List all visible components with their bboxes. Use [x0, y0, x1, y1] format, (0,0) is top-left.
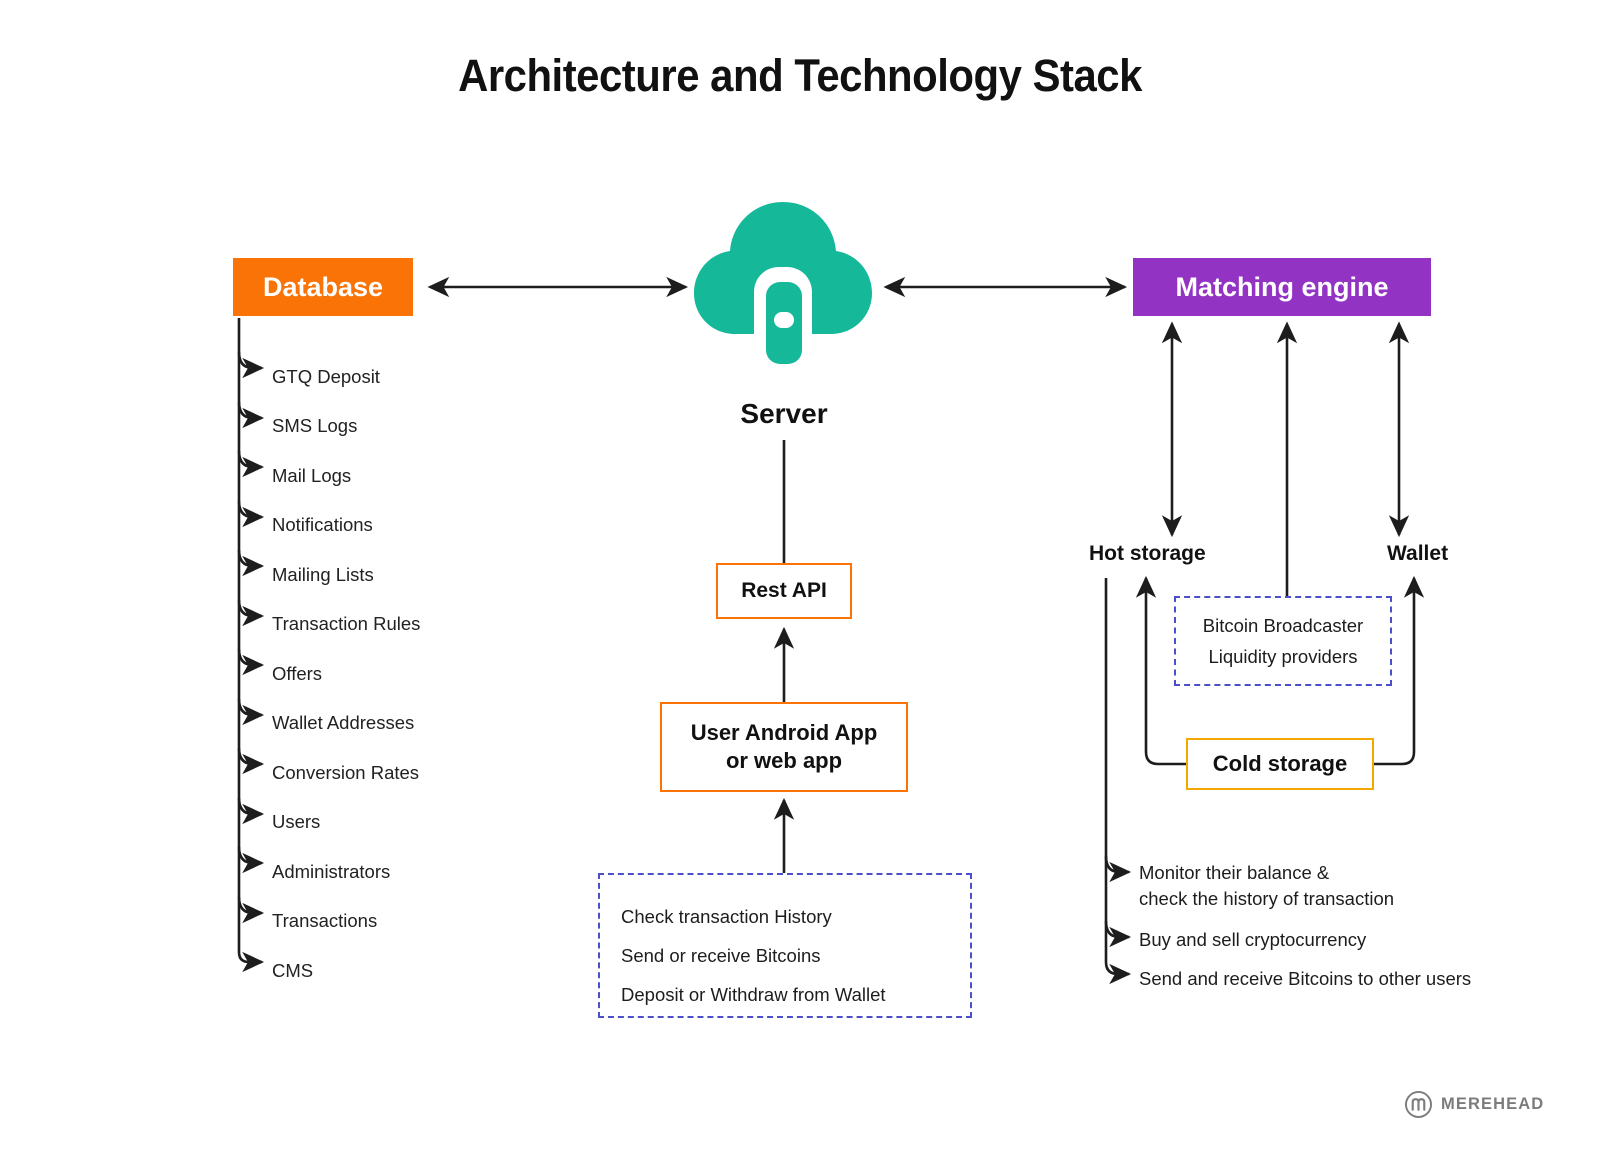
- db-item-label: Mailing Lists: [272, 563, 374, 585]
- db-item-label: Users: [272, 811, 321, 833]
- list-item[interactable]: Conversion Rates: [272, 748, 532, 798]
- matching-engine-title: Matching engine: [1175, 271, 1389, 302]
- list-item[interactable]: SMS Logs: [272, 402, 532, 452]
- user-app-box[interactable]: User Android App or web app: [660, 702, 908, 792]
- list-item[interactable]: Users: [272, 798, 532, 848]
- db-item-label: SMS Logs: [272, 415, 358, 437]
- user-actions-box: Check transaction History Send or receiv…: [598, 873, 972, 1018]
- cold-storage-label: Cold storage: [1212, 751, 1348, 776]
- cloud-server-icon: [694, 202, 872, 364]
- footer-logo: MEREHEAD: [1405, 1091, 1544, 1118]
- page-title: Architecture and Technology Stack: [458, 50, 1142, 101]
- merehead-wordmark: MEREHEAD: [1441, 1095, 1545, 1113]
- broadcaster-box: Bitcoin Broadcaster Liquidity providers: [1174, 596, 1392, 686]
- wire-right-spine: [1104, 578, 1132, 985]
- hot-storage-label: Hot storage: [1089, 542, 1206, 565]
- user-action-item: Deposit or Withdraw from Wallet: [621, 984, 886, 1005]
- db-item-label: Wallet Addresses: [272, 712, 415, 734]
- rest-api-box[interactable]: Rest API: [716, 563, 852, 619]
- cold-storage-box[interactable]: Cold storage: [1186, 738, 1374, 790]
- list-item: Buy and sell cryptocurrency: [1139, 927, 1366, 953]
- list-item[interactable]: Notifications: [272, 501, 532, 551]
- rest-api-label: Rest API: [741, 578, 827, 602]
- user-app-line2: or web app: [725, 748, 843, 773]
- capability-line1: Monitor their balance &: [1139, 862, 1330, 883]
- list-item: Send and receive Bitcoins to other users: [1139, 966, 1471, 992]
- capability-line1: Send and receive Bitcoins to other users: [1139, 968, 1472, 989]
- db-item-label: Administrators: [272, 860, 391, 882]
- list-item[interactable]: GTQ Deposit: [272, 352, 532, 402]
- list-item[interactable]: Transactions: [272, 897, 532, 947]
- db-item-label: Transaction Rules: [272, 613, 421, 635]
- db-item-label: GTQ Deposit: [272, 365, 380, 387]
- db-item-label: Mail Logs: [272, 464, 352, 486]
- user-action-item: Check transaction History: [621, 906, 832, 927]
- user-app-line1: User Android App: [690, 719, 878, 745]
- list-item[interactable]: Administrators: [272, 847, 532, 897]
- db-item-label: Transactions: [272, 910, 378, 932]
- list-item[interactable]: CMS: [272, 946, 532, 996]
- db-item-label: Offers: [272, 662, 323, 684]
- wire-db-spine: [237, 318, 265, 973]
- list-item[interactable]: Offers: [272, 649, 532, 699]
- list-item[interactable]: Mail Logs: [272, 451, 532, 501]
- database-header-box[interactable]: Database: [233, 258, 413, 316]
- list-item: Monitor their balance & check the histor…: [1139, 860, 1394, 912]
- database-item-list: GTQ Deposit SMS Logs Mail Logs Notificat…: [272, 352, 532, 996]
- database-title: Database: [262, 271, 384, 302]
- db-item-label: Conversion Rates: [272, 761, 420, 783]
- broadcaster-item: Bitcoin Broadcaster: [1202, 615, 1364, 636]
- merehead-monogram-icon: [1405, 1091, 1432, 1118]
- matching-engine-header-box[interactable]: Matching engine: [1133, 258, 1431, 316]
- wallet-label: Wallet: [1387, 542, 1449, 565]
- user-action-item: Send or receive Bitcoins: [621, 945, 821, 966]
- list-item[interactable]: Wallet Addresses: [272, 699, 532, 749]
- capability-line2: check the history of transaction: [1139, 888, 1395, 909]
- server-label: Server: [740, 398, 828, 429]
- broadcaster-item: Liquidity providers: [1208, 646, 1358, 667]
- capability-line1: Buy and sell cryptocurrency: [1139, 929, 1367, 950]
- db-item-label: CMS: [272, 959, 314, 981]
- db-item-label: Notifications: [272, 514, 373, 536]
- list-item[interactable]: Mailing Lists: [272, 550, 532, 600]
- list-item[interactable]: Transaction Rules: [272, 600, 532, 650]
